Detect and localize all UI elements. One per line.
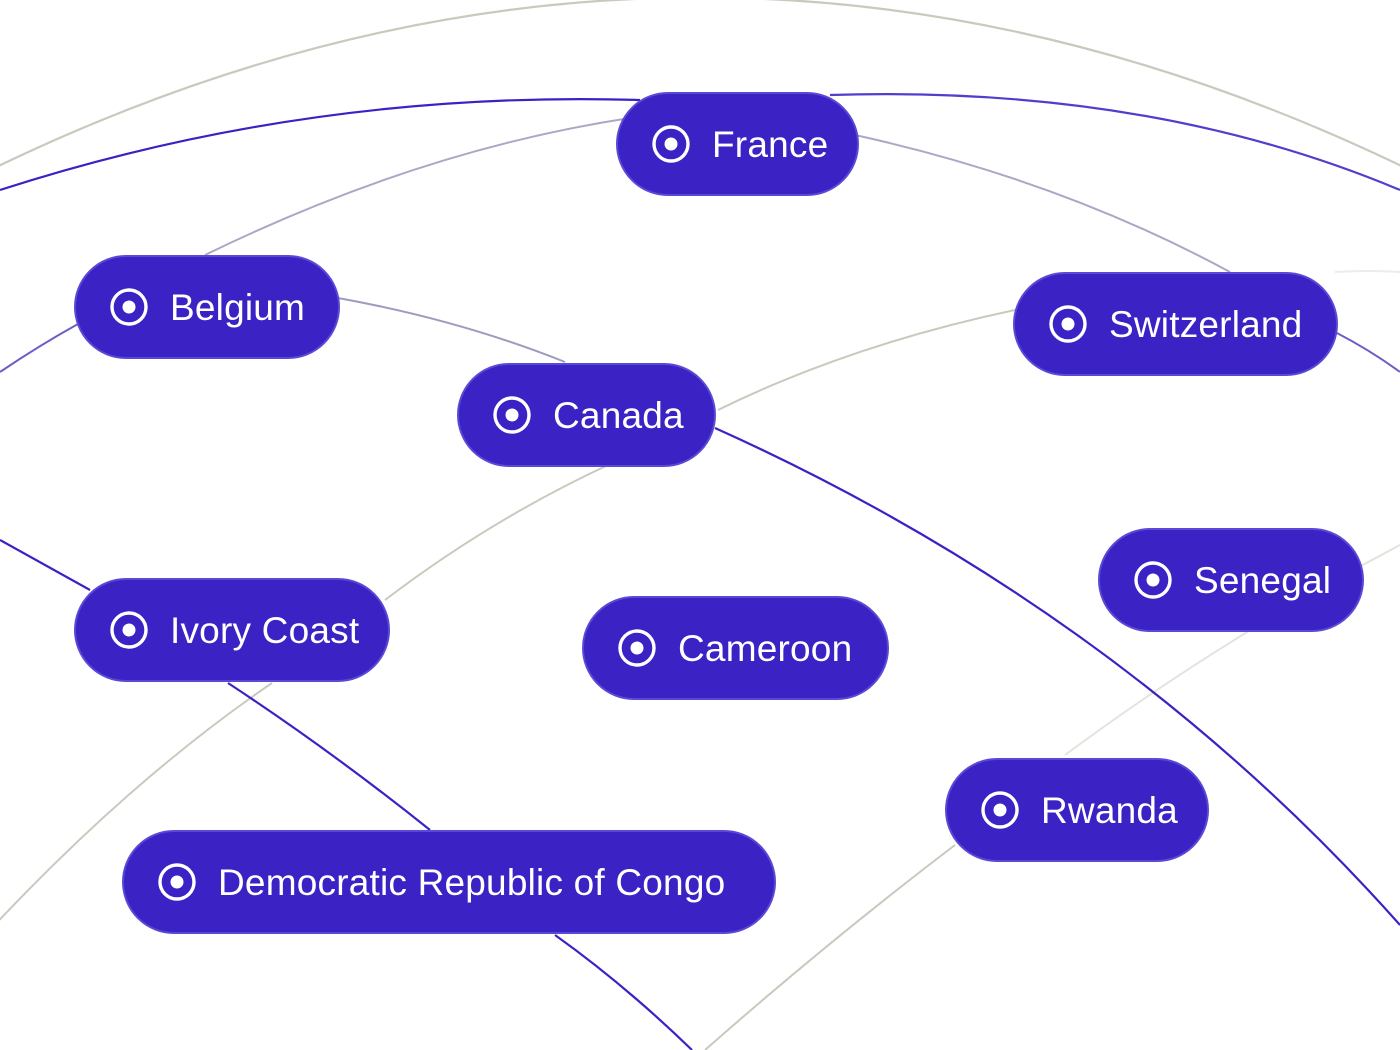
country-chip-france[interactable]: France bbox=[616, 92, 859, 196]
country-label: France bbox=[712, 123, 829, 165]
country-chip-switzerland[interactable]: Switzerland bbox=[1013, 272, 1338, 376]
radio-target-icon bbox=[1134, 561, 1172, 599]
country-label: Ivory Coast bbox=[170, 609, 360, 651]
country-chip-canada[interactable]: Canada bbox=[457, 363, 716, 467]
connection-arc bbox=[714, 426, 1400, 926]
connection-arc bbox=[0, 323, 79, 373]
connection-arc bbox=[704, 844, 956, 1050]
radio-target-icon bbox=[110, 288, 148, 326]
connection-arc bbox=[1334, 270, 1400, 273]
country-label: Senegal bbox=[1194, 559, 1332, 601]
country-chip-cameroon[interactable]: Cameroon bbox=[582, 596, 889, 700]
radio-target-icon bbox=[158, 863, 196, 901]
connection-arc bbox=[227, 682, 431, 831]
connection-arc bbox=[717, 309, 1016, 411]
connection-arc bbox=[0, 0, 1400, 167]
radio-target-icon bbox=[493, 396, 531, 434]
connection-arc bbox=[337, 297, 566, 363]
radio-target-icon bbox=[1049, 305, 1087, 343]
radio-target-icon bbox=[652, 125, 690, 163]
connection-arc bbox=[854, 134, 1231, 273]
connection-arc bbox=[204, 117, 631, 256]
connection-arc bbox=[829, 93, 1400, 192]
country-label: Cameroon bbox=[678, 627, 853, 669]
connection-arc bbox=[0, 98, 641, 192]
country-label: Democratic Republic of Congo bbox=[218, 861, 726, 903]
connection-arc bbox=[0, 539, 91, 591]
country-label: Rwanda bbox=[1041, 789, 1178, 831]
country-chip-ivory-coast[interactable]: Ivory Coast bbox=[74, 578, 390, 682]
radio-target-icon bbox=[110, 611, 148, 649]
country-chip-drc[interactable]: Democratic Republic of Congo bbox=[122, 830, 776, 934]
radio-target-icon bbox=[981, 791, 1019, 829]
radio-target-icon bbox=[618, 629, 656, 667]
country-label: Switzerland bbox=[1109, 303, 1303, 345]
connection-arc bbox=[554, 934, 693, 1050]
connection-arc bbox=[384, 464, 609, 601]
country-label: Canada bbox=[553, 394, 684, 436]
connection-arc bbox=[1334, 331, 1400, 373]
country-label: Belgium bbox=[170, 286, 306, 328]
connection-arc bbox=[0, 682, 273, 921]
country-chip-belgium[interactable]: Belgium bbox=[74, 255, 340, 359]
country-chip-senegal[interactable]: Senegal bbox=[1098, 528, 1364, 632]
country-chip-rwanda[interactable]: Rwanda bbox=[945, 758, 1209, 862]
